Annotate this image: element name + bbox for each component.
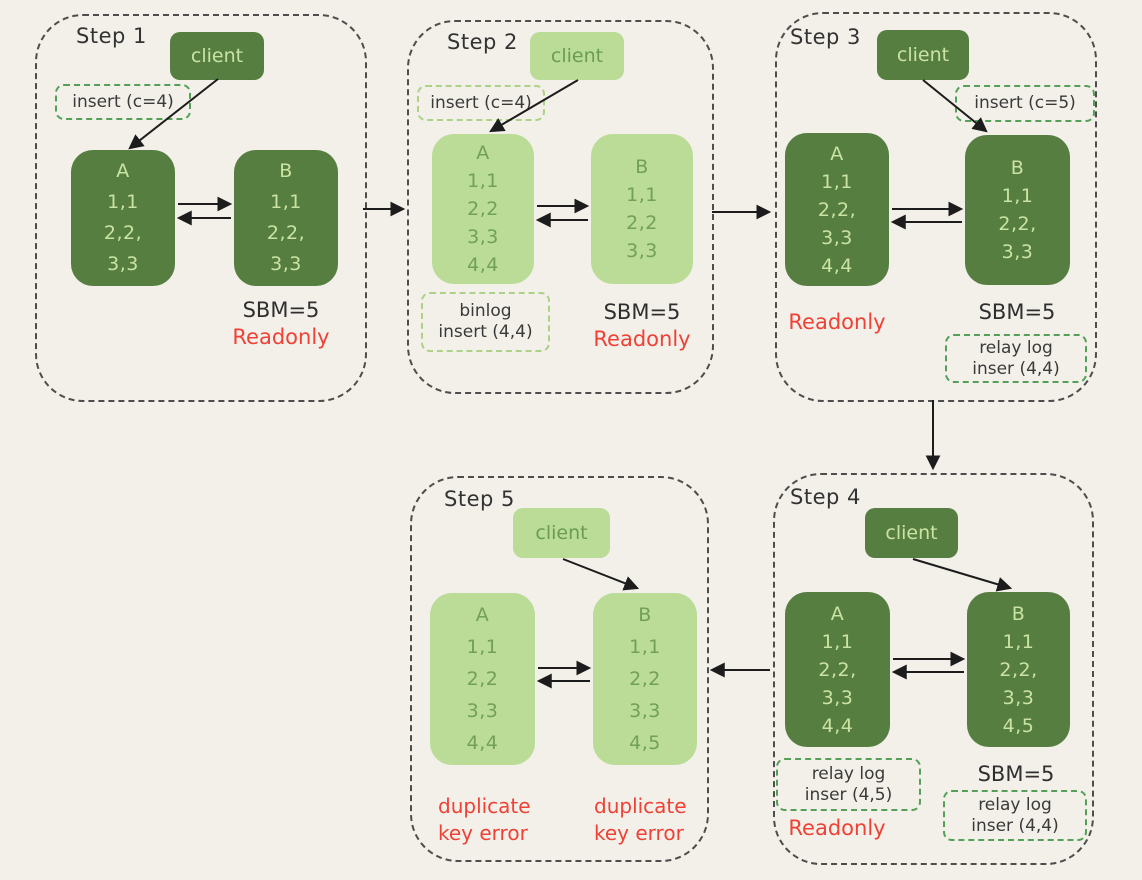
- error-line: key error: [594, 821, 684, 845]
- node-row: 1,1: [629, 636, 661, 658]
- node-row: 3,3: [1002, 686, 1035, 709]
- node-row: 4,5: [629, 732, 661, 754]
- step-1-node-b: B 1,1 2,2, 3,3: [234, 150, 338, 286]
- node-row: 3,3: [821, 686, 854, 709]
- node-row: 3,3: [270, 253, 302, 275]
- node-row: 3,3: [466, 700, 499, 722]
- step-2-label: Step 2: [447, 30, 518, 54]
- step-3-container: [775, 12, 1097, 402]
- step-2-readonly-label: Readonly: [593, 327, 691, 351]
- step-4-relay-note-a: relay log inser (4,5): [776, 758, 921, 811]
- step-3-client-box: client: [877, 30, 969, 80]
- node-row: 3,3: [629, 700, 661, 722]
- node-row: 4,4: [467, 254, 499, 276]
- step-4-label: Step 4: [790, 485, 861, 509]
- node-row: 2,2,: [998, 213, 1037, 235]
- step-2-node-a: A 1,1 2,2 3,3 4,4: [432, 134, 534, 284]
- step-1-client-box: client: [170, 32, 264, 80]
- error-line: key error: [438, 821, 528, 845]
- error-line: duplicate: [594, 794, 687, 818]
- step-1-insert-note: insert (c=4): [55, 84, 191, 120]
- step-1-readonly-label: Readonly: [232, 325, 330, 349]
- node-title: A: [830, 602, 845, 625]
- step-4-node-a: A 1,1 2,2, 3,3 4,4: [785, 592, 890, 747]
- node-row: 2,2: [467, 198, 499, 220]
- node-row: 2,2,: [818, 658, 857, 681]
- node-title: A: [116, 160, 130, 182]
- step-2-container: [407, 20, 714, 394]
- node-row: 1,1: [821, 170, 853, 193]
- node-row: 4,4: [821, 714, 854, 737]
- note-line: inser (4,4): [971, 815, 1059, 836]
- step-5-container: [410, 476, 709, 862]
- node-row: 2,2: [629, 668, 661, 690]
- step-4-relay-note-b: relay log inser (4,4): [943, 790, 1087, 841]
- node-row: 1,1: [107, 191, 139, 213]
- step-3-insert-note: insert (c=5): [955, 85, 1095, 122]
- step-4-node-b: B 1,1 2,2, 3,3 4,5: [967, 592, 1070, 747]
- node-row: 1,1: [270, 191, 302, 213]
- step-3-label: Step 3: [790, 25, 861, 49]
- node-title: A: [475, 604, 490, 626]
- step-4-readonly-label: Readonly: [788, 816, 886, 840]
- node-row: 4,4: [466, 732, 499, 754]
- node-row: 2,2,: [817, 198, 857, 221]
- step-1-label: Step 1: [76, 24, 147, 48]
- note-line: relay log: [811, 763, 886, 784]
- step-1-node-a: A 1,1 2,2, 3,3: [71, 150, 175, 286]
- note-line: insert (4,4): [438, 322, 533, 342]
- step-3-node-a: A 1,1 2,2, 3,3 4,4: [785, 133, 889, 286]
- step-4-sbm-label: SBM=5: [977, 762, 1055, 786]
- step-3-node-b: B 1,1 2,2, 3,3: [965, 135, 1070, 285]
- node-row: 2,2: [466, 668, 499, 690]
- note-line: binlog: [459, 301, 512, 321]
- node-row: 1,1: [1001, 185, 1034, 207]
- node-row: 3,3: [626, 240, 658, 262]
- node-row: 3,3: [107, 253, 139, 275]
- node-row: 1,1: [1002, 630, 1035, 653]
- step-2-binlog-note: binlog insert (4,4): [421, 292, 550, 352]
- node-row: 3,3: [1001, 241, 1034, 263]
- step-5-node-b: B 1,1 2,2 3,3 4,5: [593, 593, 697, 765]
- node-title: B: [279, 160, 293, 182]
- node-row: 1,1: [626, 184, 658, 206]
- error-line: duplicate: [438, 794, 531, 818]
- node-title: B: [638, 604, 652, 626]
- node-title: B: [1011, 602, 1026, 625]
- note-line: inser (4,4): [972, 358, 1060, 379]
- step-2-node-b: B 1,1 2,2 3,3: [591, 134, 693, 284]
- node-row: 1,1: [467, 170, 499, 192]
- node-row: 2,2: [626, 212, 658, 234]
- node-row: 4,5: [1002, 714, 1035, 737]
- node-title: B: [635, 156, 649, 178]
- step-5-label: Step 5: [444, 487, 515, 511]
- node-row: 4,4: [821, 254, 853, 277]
- step-2-insert-note: insert (c=4): [417, 85, 545, 121]
- node-title: B: [1010, 157, 1025, 179]
- node-row: 2,2,: [266, 222, 306, 244]
- step-2-sbm-label: SBM=5: [603, 300, 681, 324]
- note-line: inser (4,5): [804, 784, 893, 805]
- step-5-error-b-label: duplicate key error: [594, 793, 687, 847]
- node-row: 2,2,: [103, 222, 143, 244]
- step-1-sbm-label: SBM=5: [242, 298, 320, 322]
- node-title: A: [830, 142, 844, 165]
- step-4-client-box: client: [865, 508, 958, 558]
- step-2-client-box: client: [530, 32, 624, 80]
- step-3-sbm-label: SBM=5: [978, 300, 1056, 324]
- node-row: 3,3: [821, 226, 853, 249]
- step-3-relay-note-b: relay log inser (4,4): [945, 334, 1087, 383]
- note-line: relay log: [979, 337, 1053, 358]
- note-line: relay log: [978, 794, 1052, 815]
- step-5-node-a: A 1,1 2,2 3,3 4,4: [430, 593, 535, 765]
- step-5-error-a-label: duplicate key error: [438, 793, 531, 847]
- node-row: 2,2,: [999, 658, 1038, 681]
- step-4-container: [773, 473, 1094, 865]
- step-5-client-box: client: [513, 508, 610, 558]
- step-3-readonly-label: Readonly: [788, 310, 886, 334]
- node-row: 3,3: [467, 226, 499, 248]
- node-title: A: [476, 142, 490, 164]
- node-row: 1,1: [466, 636, 499, 658]
- node-row: 1,1: [821, 630, 854, 653]
